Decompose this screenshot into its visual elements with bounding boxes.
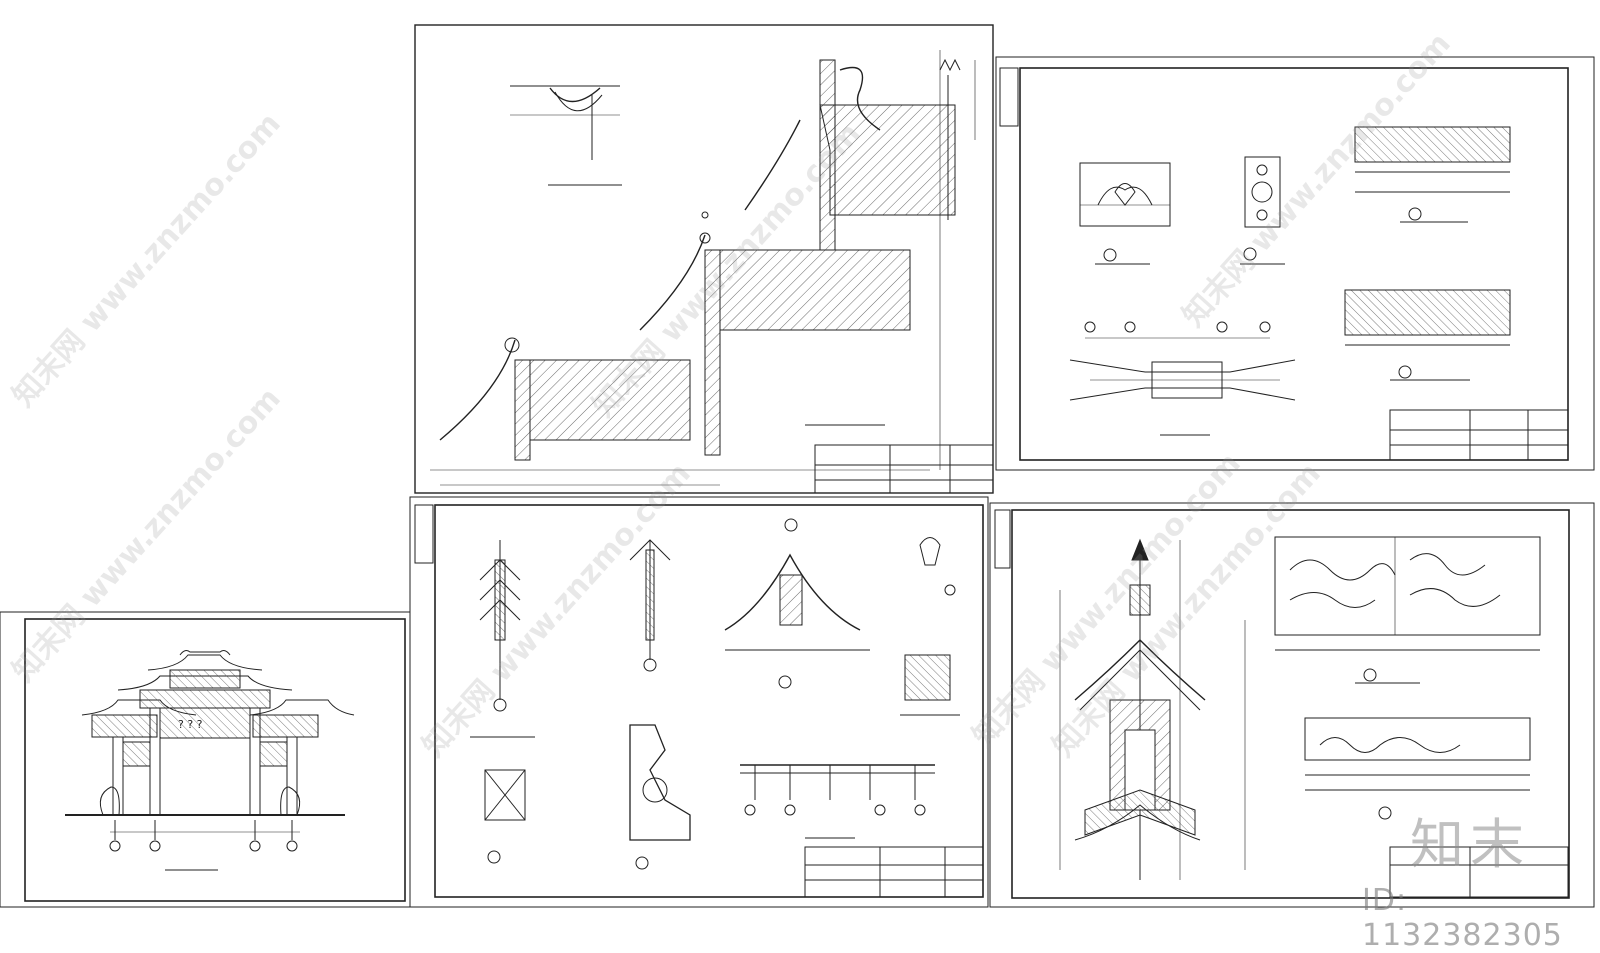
sheet-column-details — [409, 496, 989, 908]
sheet-inner-border — [434, 504, 984, 898]
brand-logo-text: 知末 — [1410, 813, 1530, 876]
sheet-outer-border — [995, 56, 1595, 471]
sheet-inner-border — [1019, 67, 1569, 461]
sheet-inner-border — [1011, 509, 1570, 899]
sheet-inner-border — [24, 618, 406, 902]
sheet-border — [414, 24, 994, 494]
sheet-eave-section — [989, 502, 1595, 908]
sheet-carving-panels — [995, 56, 1595, 471]
sheet-roof-section — [414, 24, 994, 494]
sheet-outer-border — [409, 496, 989, 908]
svg-text:? ? ?: ? ? ? — [178, 718, 203, 731]
sheet-paifang-elevation: ? ? ? — [0, 611, 411, 908]
sheet-outer-border — [0, 611, 411, 908]
image-id-label: ID: 1132382305 — [1362, 883, 1563, 953]
sheet-outer-border — [989, 502, 1595, 908]
